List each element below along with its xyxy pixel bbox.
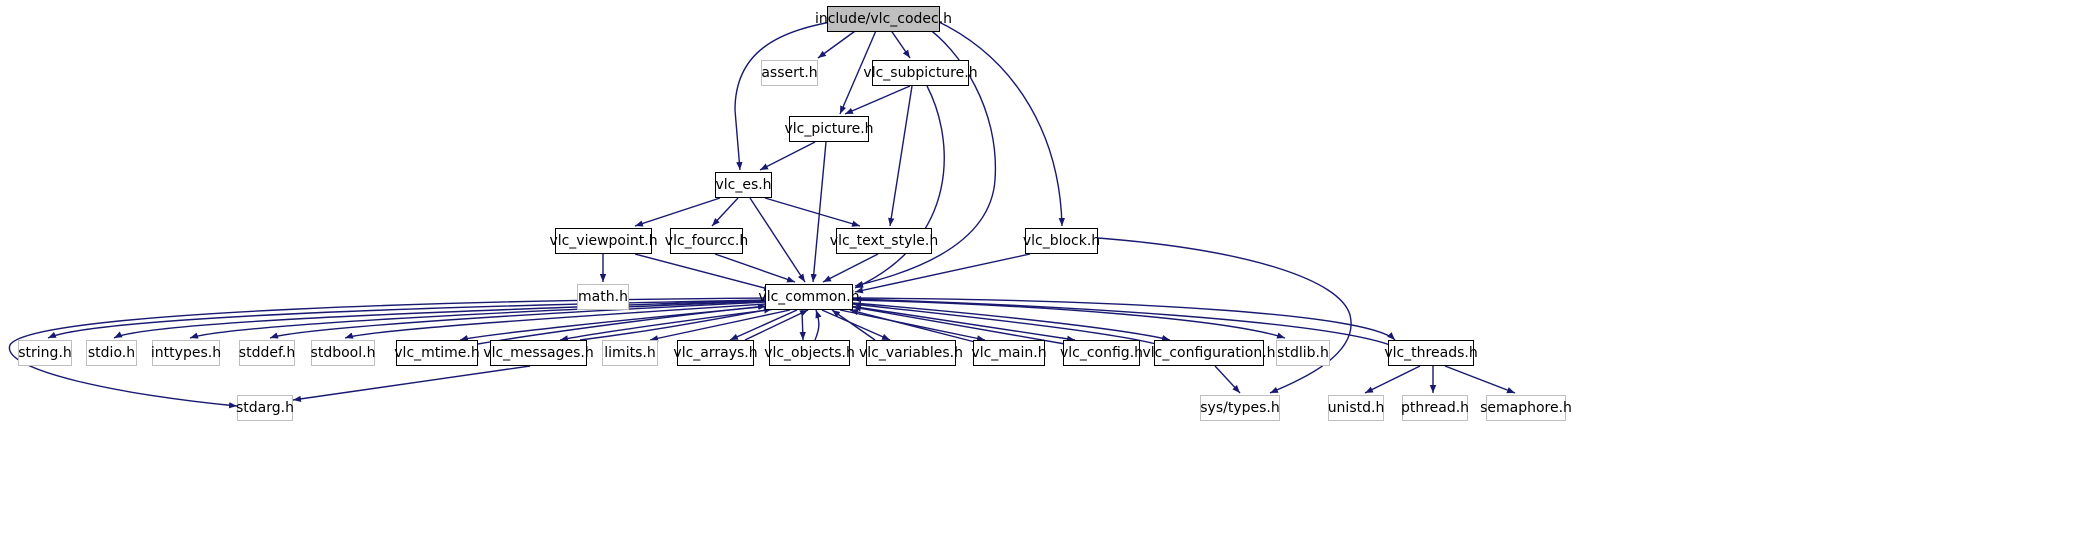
edge-vlc-common-to-stddef — [269, 301, 767, 339]
node-stdarg-h: stdarg.h — [236, 395, 294, 421]
edge-vlc-codec-to-vlc-block — [934, 19, 1066, 227]
edge-vlc-common-to-string — [47, 299, 767, 339]
node-vlc-es-h[interactable]: vlc_es.h — [715, 172, 772, 198]
node-stdio-h: stdio.h — [86, 340, 137, 366]
node-inttypes-h: inttypes.h — [151, 340, 221, 366]
edge-vlc-threads-to-semaphore — [1444, 365, 1516, 394]
node-math-h: math.h — [577, 284, 629, 310]
edge-vlc-codec-to-vlc-common — [854, 25, 997, 288]
edge-vlc-codec-to-vlc-es — [734, 19, 843, 171]
edge-vlc-messages-to-stdarg — [292, 365, 531, 403]
edge-vlc-subpicture-to-vlc-picture — [844, 85, 911, 115]
edge-vlc-common-to-stdbool — [344, 303, 767, 339]
edge-vlc-arrays-to-vlc-common — [744, 309, 809, 341]
edge-vlc-es-to-vlc-fourcc — [711, 197, 739, 227]
node-vlc-fourcc-h[interactable]: vlc_fourcc.h — [665, 228, 748, 254]
node-pthread-h: pthread.h — [1401, 395, 1469, 421]
node-stddef-h: stddef.h — [239, 340, 295, 366]
node-vlc-objects-h[interactable]: vlc_objects.h — [764, 340, 855, 366]
edge-vlc-es-to-vlc-text-style — [764, 197, 861, 227]
edge-vlc-common-to-vlc-messages — [559, 308, 776, 342]
edge-vlc-common-to-stdlib — [852, 299, 1286, 339]
edge-vlc-main-to-vlc-common — [849, 308, 976, 343]
edge-vlc-picture-to-vlc-common — [810, 141, 827, 283]
edge-vlc-common-to-vlc-variables — [821, 309, 891, 341]
edge-vlc-common-to-limits — [649, 309, 791, 342]
node-vlc-subpicture-h[interactable]: vlc_subpicture.h — [863, 60, 978, 86]
node-vlc-messages-h[interactable]: vlc_messages.h — [483, 340, 594, 366]
edge-vlc-messages-to-vlc-common — [579, 307, 773, 341]
node-assert-h: assert.h — [761, 60, 818, 86]
edge-vlc-common-to-vlc-configuration — [852, 302, 1171, 342]
node-limits-h: limits.h — [602, 340, 658, 366]
node-vlc-picture-h[interactable]: vlc_picture.h — [784, 116, 874, 142]
edge-vlc-common-to-inttypes — [189, 300, 767, 339]
node-vlc-mtime-h[interactable]: vlc_mtime.h — [394, 340, 480, 366]
edge-vlc-viewpoint-to-vlc-common — [634, 253, 773, 292]
edge-vlc-subpicture-to-vlc-common — [854, 85, 945, 289]
node-sys-types-h: sys/types.h — [1200, 395, 1280, 421]
edge-vlc-common-to-vlc-main — [839, 309, 986, 342]
edge-vlc-block-to-vlc-common — [854, 253, 1031, 294]
node-vlc-viewpoint-h[interactable]: vlc_viewpoint.h — [549, 228, 658, 254]
node-vlc-configuration-h[interactable]: vlc_configuration.h — [1142, 340, 1276, 366]
node-unistd-h: unistd.h — [1328, 395, 1384, 421]
edge-vlc-mtime-to-vlc-common — [477, 303, 767, 345]
node-vlc-text-style-h[interactable]: vlc_text_style.h — [830, 228, 938, 254]
edge-vlc-subpicture-to-vlc-text-style — [888, 85, 913, 227]
node-vlc-config-h[interactable]: vlc_config.h — [1060, 340, 1143, 366]
edge-vlc-codec-to-vlc-picture — [839, 25, 879, 115]
edge-vlc-es-to-vlc-common — [749, 197, 806, 283]
node-stdlib-h: stdlib.h — [1276, 340, 1330, 366]
edge-vlc-text-style-to-vlc-common — [822, 253, 879, 283]
node-stdbool-h: stdbool.h — [311, 340, 375, 366]
node-vlc-main-h[interactable]: vlc_main.h — [971, 340, 1047, 366]
edge-vlc-picture-to-vlc-es — [759, 141, 816, 171]
edge-vlc-objects-to-vlc-common — [814, 309, 822, 341]
edge-vlc-config-to-vlc-common — [852, 305, 1066, 345]
edge-vlc-block-to-sys-types — [1097, 237, 1352, 394]
edge-vlc-configuration-to-vlc-common — [852, 301, 1157, 345]
edge-vlc-fourcc-to-vlc-common — [714, 253, 796, 283]
node-vlc-arrays-h[interactable]: vlc_arrays.h — [673, 340, 758, 366]
node-vlc-variables-h[interactable]: vlc_variables.h — [859, 340, 963, 366]
edge-vlc-configuration-to-sys-types — [1214, 365, 1241, 394]
node-vlc-common-h[interactable]: vlc_common.h — [758, 284, 860, 310]
edge-vlc-threads-to-unistd — [1364, 365, 1421, 394]
edge-vlc-common-to-vlc-threads — [852, 297, 1396, 341]
edge-vlc-threads-to-vlc-common — [852, 296, 1391, 346]
edge-vlc-common-to-stdio — [113, 299, 767, 339]
edge-vlc-variables-to-vlc-common — [831, 309, 876, 341]
edge-vlc-common-to-vlc-arrays — [729, 309, 798, 341]
edge-vlc-common-to-vlc-objects — [799, 309, 806, 341]
edge-vlc-es-to-vlc-viewpoint — [634, 197, 721, 227]
edge-vlc-common-to-stdarg — [8, 297, 767, 409]
node-vlc-block-h[interactable]: vlc_block.h — [1023, 228, 1100, 254]
node-vlc-codec-h: include/vlc_codec.h — [815, 6, 952, 32]
node-vlc-threads-h[interactable]: vlc_threads.h — [1384, 340, 1478, 366]
node-semaphore-h: semaphore.h — [1480, 395, 1572, 421]
node-string-h: string.h — [18, 340, 72, 366]
edge-vlc-common-to-vlc-config — [849, 305, 1076, 342]
